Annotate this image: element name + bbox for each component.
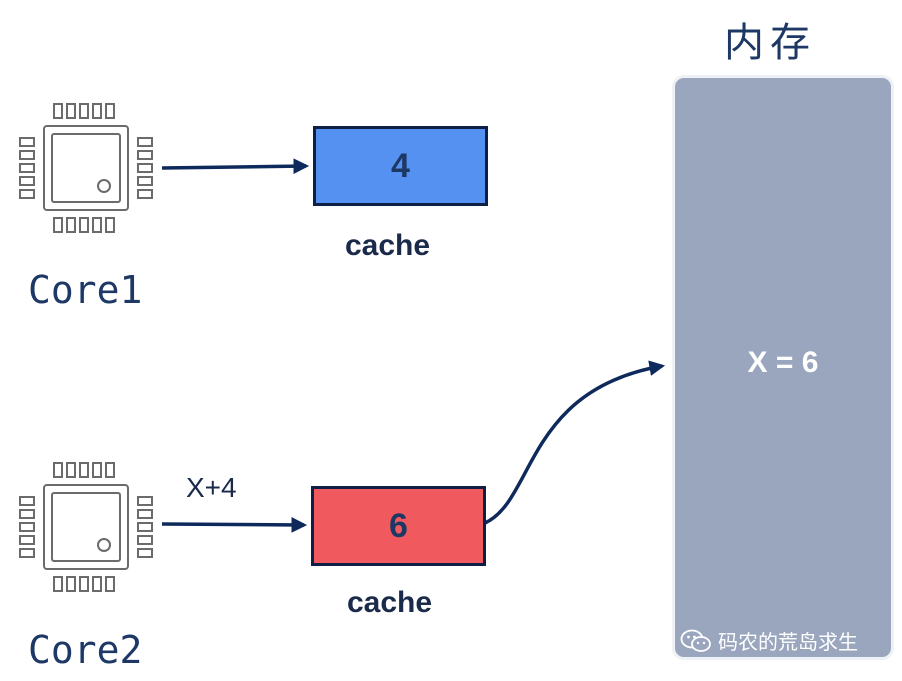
watermark: 码农的荒岛求生 [680, 626, 858, 655]
memory-value: X = 6 [747, 345, 819, 379]
cache1-label: cache [345, 229, 431, 262]
watermark-text: 码农的荒岛求生 [718, 630, 858, 654]
memory-title: 内存 [724, 20, 816, 66]
cache1-box: 4 [313, 126, 488, 206]
core1-label: Core1 [28, 268, 143, 312]
core2-to-cache-arrow [161, 517, 308, 533]
cache2-box: 6 [311, 486, 486, 566]
memory-block: X = 6 [672, 75, 894, 660]
cache1-value: 4 [391, 146, 410, 185]
core2-chip-icon [19, 462, 153, 592]
core2-operation-label: X+4 [186, 472, 237, 503]
core1-to-cache-arrow [161, 158, 310, 175]
core2-label: Core2 [28, 628, 143, 672]
cache2-label: cache [347, 586, 433, 619]
cache-to-memory-arrow [484, 360, 666, 525]
core1-chip-icon [19, 103, 153, 233]
wechat-icon [680, 629, 711, 652]
cache2-value: 6 [389, 506, 408, 545]
